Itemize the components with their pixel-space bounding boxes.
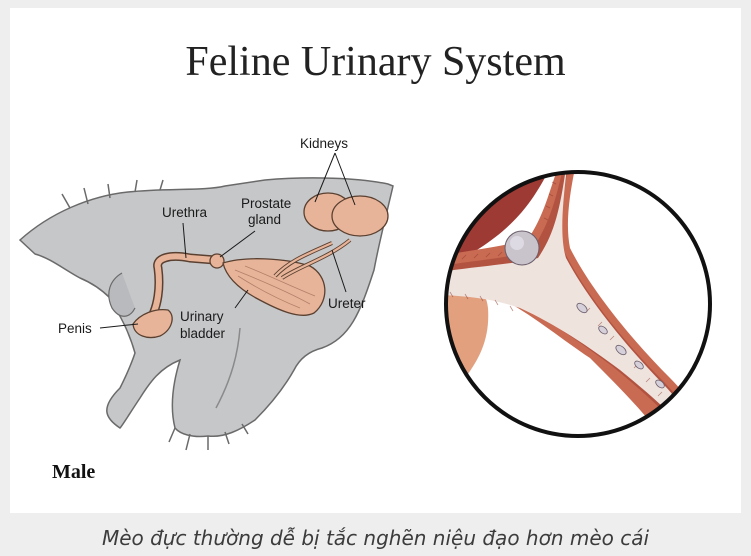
urinary-organs [132, 192, 389, 339]
figure-caption: Mèo đực thường dễ bị tắc nghẽn niệu đạo … [101, 526, 650, 550]
label-bladder-line2: bladder [180, 326, 226, 341]
diagram-title: Feline Urinary System [185, 39, 566, 85]
label-penis: Penis [58, 321, 92, 336]
label-bladder-line1: Urinary [180, 309, 224, 324]
label-ureter: Ureter [328, 296, 366, 311]
cat-body-silhouette [18, 177, 394, 451]
magnified-urethra-view [446, 172, 710, 436]
magnifier-ring [444, 170, 712, 438]
diagram-figure: Feline Urinary System [10, 8, 741, 513]
diagram-artwork: Kidneys Prostate gland Urethra Penis Uri… [18, 136, 712, 483]
label-male: Male [52, 461, 95, 483]
label-kidneys: Kidneys [300, 136, 348, 151]
label-leader-lines [99, 152, 356, 329]
label-urethra: Urethra [162, 205, 208, 220]
label-prostate-line1: Prostate [241, 196, 291, 211]
label-prostate-line2: gland [248, 212, 281, 227]
